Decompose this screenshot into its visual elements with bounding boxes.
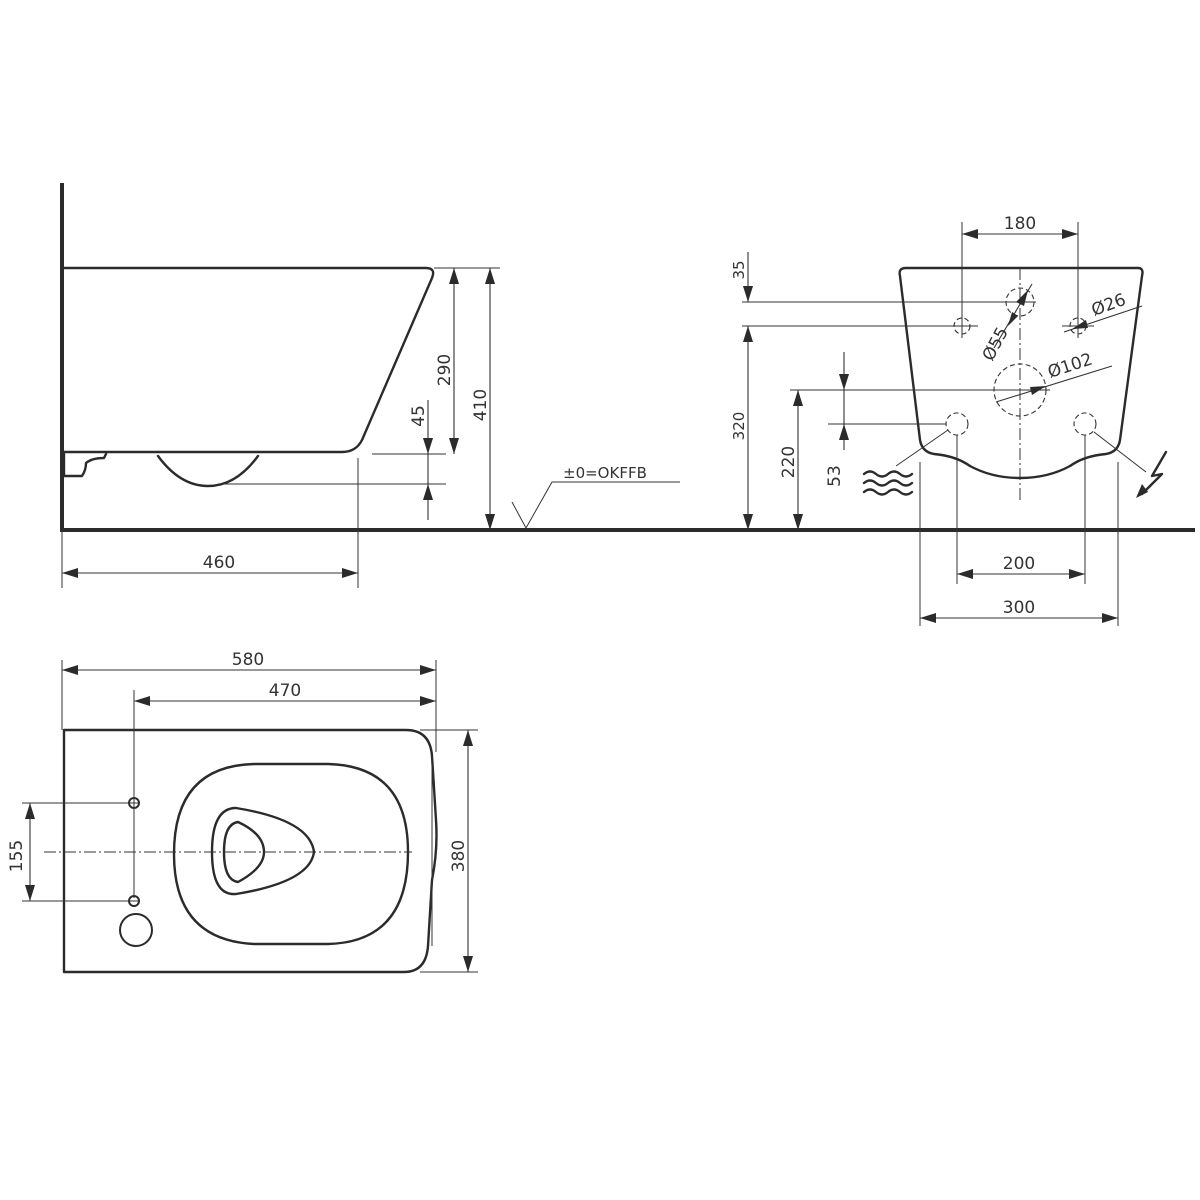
hole-right-bottom — [1073, 412, 1097, 436]
drain-opening — [222, 820, 266, 884]
bowl-opening — [210, 806, 316, 896]
dim-small-offset: 35 — [730, 260, 748, 279]
dim-inlet-offset: 53 — [825, 465, 845, 487]
side-view: 290 410 45 460 ±0=OKFFB — [60, 183, 1195, 588]
dim-top-spacing: 180 — [1004, 214, 1036, 234]
dim-top-length: 580 — [232, 650, 264, 670]
bowl-foot-side — [62, 452, 108, 478]
dim-bottom-outer: 300 — [1003, 598, 1035, 618]
dim-side-width: 460 — [203, 553, 235, 573]
bowl-top-outline — [62, 728, 438, 974]
floor-ref-marker — [511, 481, 680, 530]
dim-outlet: 45 — [409, 405, 429, 427]
dim-drain-height: 220 — [779, 446, 799, 478]
water-supply-icon — [862, 470, 914, 496]
top-view: 155 580 470 380 — [7, 650, 478, 974]
seat-ring — [172, 762, 410, 946]
dia-medium: Ø55 — [979, 324, 1013, 364]
front-view: 180 Ø26 Ø55 Ø102 35 320 220 — [730, 214, 1168, 626]
dim-mount-length: 470 — [269, 681, 301, 701]
hole-left-bottom — [945, 412, 969, 436]
dim-bowl-height: 290 — [435, 354, 455, 386]
dia-large: Ø102 — [1045, 350, 1095, 383]
floor-reference: ±0=OKFFB — [563, 464, 647, 482]
dim-total-height: 410 — [471, 389, 491, 421]
dim-top-width: 380 — [449, 840, 469, 872]
dim-mount-height: 320 — [730, 412, 748, 441]
flush-hole — [119, 913, 153, 947]
bowl-outlet-side — [156, 454, 260, 488]
dim-bottom-inner: 200 — [1003, 554, 1035, 574]
bowl-side-outline — [62, 266, 435, 454]
electric-supply-icon — [1136, 450, 1168, 498]
dia-small: Ø26 — [1089, 290, 1129, 321]
dim-bolt-spacing: 155 — [7, 840, 27, 872]
